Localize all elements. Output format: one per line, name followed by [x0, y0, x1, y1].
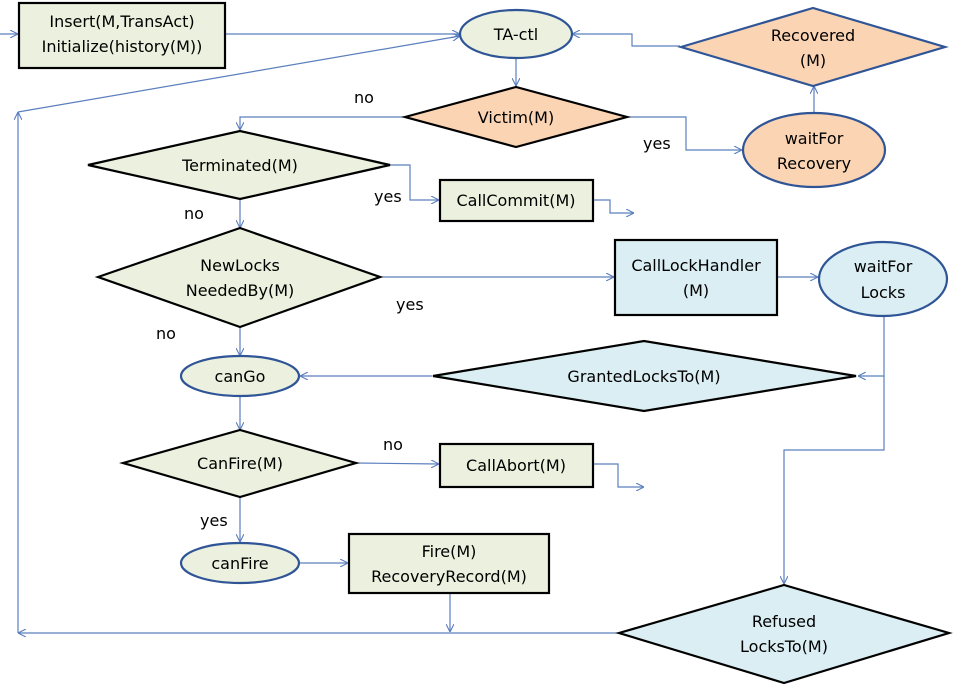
edge-abort-exit — [594, 463, 644, 487]
wait-for-recovery-shape — [741, 111, 887, 189]
call-commit-shape — [438, 178, 595, 223]
granted-locks-shape — [432, 339, 857, 413]
insert-box-line2: Initialize(history(M)) — [42, 37, 203, 56]
granted-locks-label: GrantedLocksTo(M) — [567, 367, 720, 386]
edges — [0, 34, 885, 633]
can-fire-decision-shape — [119, 428, 360, 499]
wait-for-locks-line1: waitFor — [854, 257, 913, 276]
granted-locks-node: GrantedLocksTo(M) — [432, 339, 857, 413]
new-locks-shape — [94, 226, 384, 329]
victim-label: Victim(M) — [478, 108, 554, 127]
refused-locks-line1: Refused — [752, 612, 816, 631]
label-victim-no: no — [354, 88, 374, 107]
call-lock-handler-line2: (M) — [683, 281, 709, 300]
new-locks-node: NewLocks NeededBy(M) — [94, 226, 384, 329]
fire-box-line2: RecoveryRecord(M) — [371, 567, 527, 586]
call-abort-label: CallAbort(M) — [466, 456, 566, 475]
edge-loop-to-tactl — [17, 36, 460, 113]
can-fire-state-label: canFire — [211, 554, 268, 573]
fire-box-line1: Fire(M) — [422, 542, 477, 561]
fire-box-node: Fire(M) RecoveryRecord(M) — [347, 532, 551, 595]
recovered-line1: Recovered — [771, 26, 855, 45]
refused-locks-node: Refused LocksTo(M) — [615, 583, 953, 685]
can-go-node: canGo — [179, 354, 301, 398]
ta-ctl-label: TA-ctl — [493, 25, 538, 44]
edge-commit-exit — [594, 199, 634, 213]
new-locks-line1: NewLocks — [200, 256, 280, 275]
edge-labels: no yes yes no yes no no yes — [156, 88, 671, 530]
edge-victim-yes — [628, 116, 742, 150]
edge-victim-no — [240, 116, 404, 130]
label-terminated-no: no — [184, 204, 204, 223]
can-go-label: canGo — [215, 367, 266, 386]
can-go-shape — [179, 354, 301, 398]
can-fire-decision-node: CanFire(M) — [119, 428, 360, 499]
label-newlocks-yes: yes — [396, 295, 424, 314]
edge-waitforlocks-to-granted — [858, 316, 885, 376]
label-newlocks-no: no — [156, 324, 176, 343]
label-terminated-yes: yes — [374, 187, 402, 206]
insert-box-shape — [17, 1, 227, 70]
call-lock-handler-node: CallLockHandler (M) — [613, 238, 779, 317]
wait-for-locks-node: waitFor Locks — [817, 240, 949, 318]
wait-for-recovery-line2: Recovery — [777, 154, 851, 173]
new-locks-line2: NeededBy(M) — [186, 281, 295, 300]
call-abort-shape — [438, 442, 595, 489]
wait-for-recovery-node: waitFor Recovery — [741, 111, 887, 189]
call-lock-handler-line1: CallLockHandler — [631, 256, 761, 275]
recovered-node: Recovered (M) — [677, 6, 949, 88]
wait-for-locks-line2: Locks — [861, 283, 906, 302]
fire-box-shape — [347, 532, 551, 595]
victim-shape — [400, 85, 632, 149]
recovered-shape — [677, 6, 949, 88]
wait-for-locks-shape — [817, 240, 949, 318]
can-fire-state-shape — [179, 541, 301, 585]
call-abort-node: CallAbort(M) — [438, 442, 595, 489]
terminated-label: Terminated(M) — [181, 156, 298, 175]
call-lock-handler-shape — [613, 238, 779, 317]
insert-box-line1: Insert(M,TransAct) — [49, 12, 194, 31]
ta-ctl-shape — [458, 8, 574, 60]
refused-locks-line2: LocksTo(M) — [740, 637, 828, 656]
wait-for-recovery-line1: waitFor — [785, 129, 844, 148]
label-victim-yes: yes — [643, 134, 671, 153]
edge-waitforlocks-to-refused — [784, 376, 885, 584]
insert-box: Insert(M,TransAct) Initialize(history(M)… — [17, 1, 227, 70]
terminated-node: Terminated(M) — [87, 129, 391, 201]
terminated-shape — [87, 129, 391, 201]
victim-node: Victim(M) — [400, 85, 632, 149]
label-canfire-no: no — [383, 435, 403, 454]
edge-terminated-yes — [390, 164, 439, 200]
call-commit-label: CallCommit(M) — [456, 191, 575, 210]
call-commit-node: CallCommit(M) — [438, 178, 595, 223]
refused-locks-shape — [615, 583, 953, 685]
label-canfire-yes: yes — [200, 511, 228, 530]
edge-recovered-to-tactl — [572, 34, 680, 47]
ta-ctl-node: TA-ctl — [458, 8, 574, 60]
can-fire-decision-label: CanFire(M) — [197, 454, 283, 473]
can-fire-state-node: canFire — [179, 541, 301, 585]
recovered-line2: (M) — [800, 51, 826, 70]
edge-canfire-no — [355, 463, 439, 464]
